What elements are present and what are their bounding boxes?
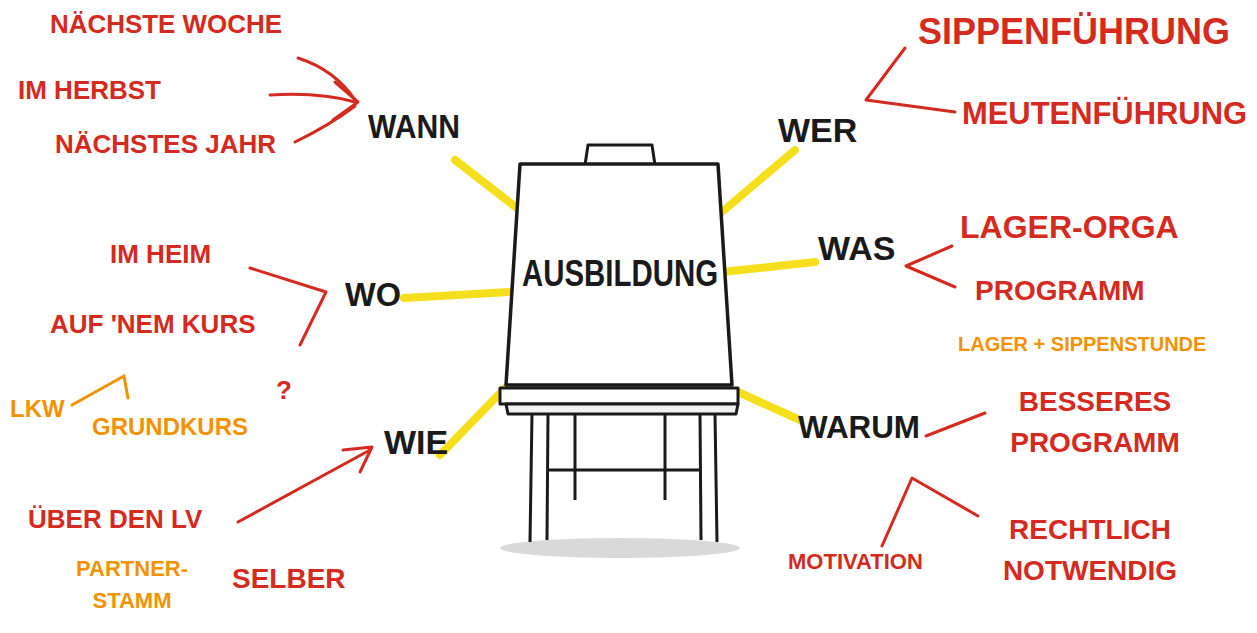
label-text: WIE (384, 424, 448, 461)
label-text: NÄCHSTES JAHR (55, 130, 276, 159)
label-text: ? (276, 376, 292, 405)
label-text: MOTIVATION (788, 550, 923, 574)
label-text: RECHTLICH NOTWENDIG (975, 510, 1205, 591)
label-text: WER (778, 112, 857, 149)
spoke-lines (404, 150, 815, 455)
label-text: BESSERES PROGRAMM (985, 382, 1205, 463)
sub-strokes (72, 376, 128, 405)
label-text: ÜBER DEN LV (28, 505, 202, 534)
label-text: LAGER + SIPPENSTUNDE (958, 333, 1206, 355)
label-text: LKW (10, 396, 65, 422)
label-text: GRUNDKURS (92, 414, 248, 440)
label-text: AUF 'NEM KURS (50, 310, 256, 339)
label-text: WANN (368, 108, 460, 145)
label-text: PROGRAMM (975, 276, 1145, 307)
label-text: SIPPENFÜHRUNG (918, 12, 1230, 52)
arrow-strokes (238, 48, 985, 546)
label-text: NÄCHSTE WOCHE (50, 10, 282, 39)
label-text: IM HERBST (18, 76, 161, 105)
shadow (500, 538, 740, 558)
label-text: PARTNER- STAMM (62, 553, 202, 617)
label-text: WAS (818, 230, 895, 267)
label-text: SELBER (232, 564, 346, 595)
label-text: WARUM (798, 410, 920, 445)
flipchart-board: AUSBILDUNG (502, 160, 738, 388)
label-text: WO (345, 276, 401, 313)
label-text: IM HEIM (110, 240, 211, 269)
label-text: LAGER-ORGA (960, 210, 1179, 245)
label-text: MEUTENFÜHRUNG (962, 96, 1247, 131)
node-title: AUSBILDUNG (522, 253, 718, 295)
flipchart-stand (500, 145, 738, 542)
board-text-holder: AUSBILDUNG (502, 160, 738, 388)
